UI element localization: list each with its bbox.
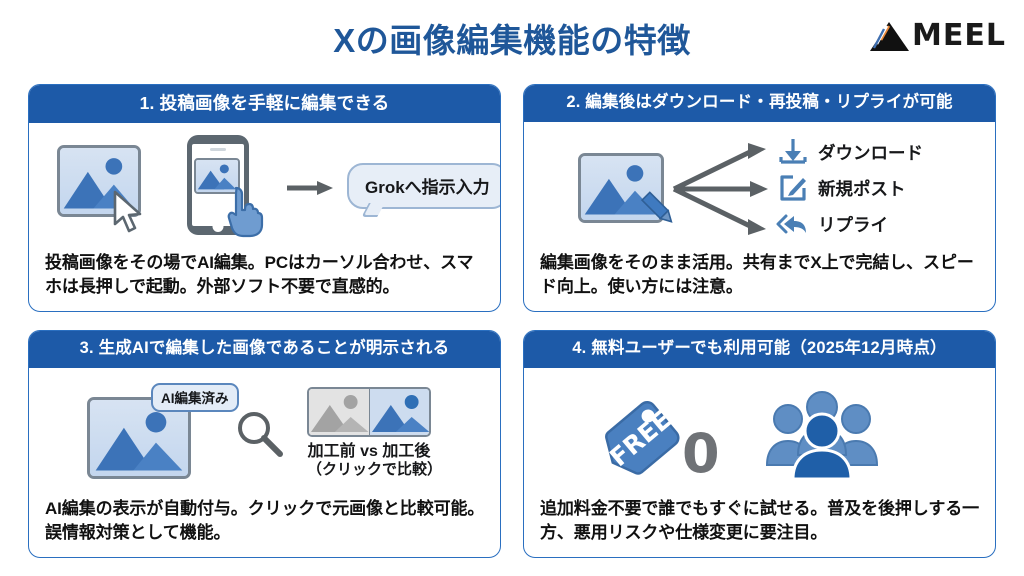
card-1-figure: Grokへ指示入力 [29, 123, 500, 247]
compare-label: 加工前 vs 加工後 [307, 443, 431, 461]
action-row-reply: リプライ [776, 207, 923, 241]
people-group-icon [762, 389, 882, 481]
before-after-compare-icon: 加工前 vs 加工後 （クリックで比較） [307, 387, 443, 479]
card-2-figure: ダウンロード 新規ポスト [524, 122, 995, 247]
phone-home-button-icon [212, 220, 224, 232]
compare-sublabel: （クリックで比較） [307, 461, 443, 479]
action-label-download: ダウンロード [818, 142, 923, 163]
thumbnail-before [309, 389, 370, 436]
cards-grid: 1. 投稿画像を手軽に編集できる [28, 84, 996, 558]
download-icon [778, 137, 808, 167]
card-4-body: 追加料金不要で誰でもすぐに試せる。普及を後押しする一方、悪用リスクや仕様変更に要… [540, 498, 980, 542]
pointing-hand-icon [225, 185, 271, 237]
grok-instruction-bubble: Grokへ指示入力 [347, 162, 500, 209]
card-3-figure: AI編集済み [29, 368, 500, 493]
phone-image-icon [194, 157, 240, 194]
price-zero-label: 0 [682, 422, 720, 486]
action-label-new-post: 新規ポスト [818, 178, 906, 199]
action-list: ダウンロード 新規ポスト [776, 135, 923, 243]
magnifier-icon [235, 409, 283, 458]
card-1-header: 1. 投稿画像を手軽に編集できる [29, 85, 500, 123]
compare-thumbnails [307, 387, 431, 438]
reply-icon [776, 209, 808, 239]
thumbnail-after [369, 389, 429, 436]
page-title: Xの画像編集機能の特徴 [333, 22, 691, 59]
card-1-body: 投稿画像をその場でAI編集。PCはカーソル合わせ、スマホは長押しで起動。外部ソフ… [45, 252, 474, 296]
card-4-header: 4. 無料ユーザーでも利用可能（2025年12月時点） [524, 331, 995, 368]
card-2-body: 編集画像をそのまま活用。共有までX上で完結し、スピード向上。使い方には注意。 [540, 252, 974, 296]
card-1: 1. 投稿画像を手軽に編集できる [28, 84, 501, 312]
page-header: Xの画像編集機能の特徴 MEEL [0, 0, 1024, 76]
brand-wordmark: MEEL [912, 18, 1006, 53]
brand-logo: MEEL [869, 18, 1006, 54]
image-with-pencil-icon [578, 153, 664, 224]
arrow-right-icon [287, 180, 333, 195]
card-4: 4. 無料ユーザーでも利用可能（2025年12月時点） FREE 0 [523, 330, 996, 558]
card-4-figure: FREE 0 [524, 368, 995, 493]
price-tag-icon: FREE [602, 387, 694, 479]
card-2-header: 2. 編集後はダウンロード・再投稿・リプライが可能 [524, 85, 995, 122]
branch-arrows-icon [670, 137, 774, 237]
action-row-download: ダウンロード [778, 135, 923, 169]
new-post-icon [778, 173, 808, 203]
action-row-new-post: 新規ポスト [778, 171, 923, 205]
mountain-logo-icon [869, 20, 911, 52]
smartphone-icon [187, 134, 249, 235]
ai-edited-badge: AI編集済み [151, 383, 239, 413]
card-3: 3. 生成AIで編集した画像であることが明示される AI編集済み [28, 330, 501, 558]
card-3-header: 3. 生成AIで編集した画像であることが明示される [29, 331, 500, 368]
card-2: 2. 編集後はダウンロード・再投稿・リプライが可能 [523, 84, 996, 312]
phone-speaker-icon [210, 147, 226, 151]
action-label-reply: リプライ [818, 214, 888, 235]
card-3-body: AI編集の表示が自動付与。クリックで元画像と比較可能。誤情報対策として機能。 [45, 498, 485, 542]
pencil-icon [638, 189, 680, 231]
